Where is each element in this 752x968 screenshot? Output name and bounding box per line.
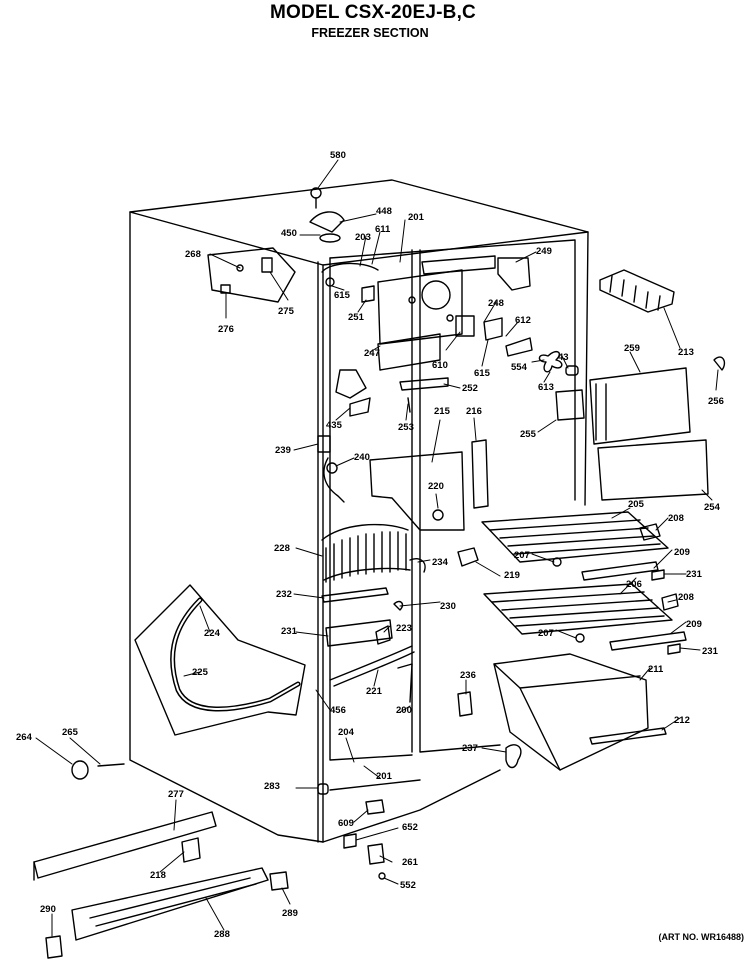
part-number-552: 552 xyxy=(400,880,416,891)
part-number-276: 276 xyxy=(218,324,234,335)
part-number-265: 265 xyxy=(62,727,79,738)
part-number-613: 613 xyxy=(538,382,554,393)
evaporator-cover xyxy=(369,439,489,531)
part-number-450: 450 xyxy=(281,228,297,239)
part-number-252: 252 xyxy=(462,383,478,394)
part-number-201: 201 xyxy=(408,212,425,223)
part-number-232: 232 xyxy=(276,589,292,600)
model-title: MODEL CSX-20EJ-B,C xyxy=(270,2,476,23)
part-number-205: 205 xyxy=(628,499,645,510)
part-number-277: 277 xyxy=(168,789,184,800)
art-number: (ART NO. WR16488) xyxy=(658,932,744,942)
lower-rails xyxy=(321,587,415,703)
part-number-456: 456 xyxy=(330,705,346,716)
part-number-256: 256 xyxy=(708,396,724,407)
part-number-264: 264 xyxy=(16,732,33,743)
ice-tray-assembly xyxy=(555,269,726,501)
part-number-288: 288 xyxy=(214,929,230,940)
lower-parts xyxy=(33,691,522,959)
leader-lines xyxy=(35,159,719,937)
part-number-207: 207 xyxy=(538,628,554,639)
part-number-615: 615 xyxy=(334,290,351,301)
part-number-231: 231 xyxy=(281,626,298,637)
part-number-609: 609 xyxy=(338,818,354,829)
part-number-230: 230 xyxy=(440,601,456,612)
part-number-283: 283 xyxy=(264,781,280,792)
part-number-209: 209 xyxy=(686,619,702,630)
part-number-611: 611 xyxy=(375,224,391,235)
section-title: FREEZER SECTION xyxy=(311,26,429,40)
wire-shelf-upper xyxy=(481,511,669,581)
part-number-231: 231 xyxy=(702,646,719,657)
part-number-247: 247 xyxy=(364,348,380,359)
part-number-580: 580 xyxy=(330,150,346,161)
part-number-212: 212 xyxy=(674,715,690,726)
part-number-268: 268 xyxy=(185,249,201,260)
part-number-290: 290 xyxy=(40,904,56,915)
part-number-206: 206 xyxy=(626,579,642,590)
part-number-211: 211 xyxy=(648,664,664,675)
storage-bin xyxy=(493,653,667,771)
part-number-208: 208 xyxy=(668,513,684,524)
part-number-253: 253 xyxy=(398,422,414,433)
part-number-435: 435 xyxy=(326,420,343,431)
part-number-207: 207 xyxy=(514,550,530,561)
wire-shelf-lower xyxy=(483,583,687,655)
part-number-209: 209 xyxy=(674,547,690,558)
evaporator-coil xyxy=(321,523,479,583)
part-number-554: 554 xyxy=(511,362,528,373)
part-number-255: 255 xyxy=(520,429,537,440)
part-number-236: 236 xyxy=(460,670,476,681)
part-number-216: 216 xyxy=(466,406,482,417)
part-number-219: 219 xyxy=(504,570,520,581)
defrost-parts xyxy=(317,369,449,503)
part-number-610: 610 xyxy=(432,360,448,371)
part-number-208: 208 xyxy=(678,592,694,603)
part-number-215: 215 xyxy=(434,406,451,417)
part-number-203: 203 xyxy=(355,232,371,243)
part-number-254: 254 xyxy=(704,502,721,513)
part-number-213: 213 xyxy=(678,347,694,358)
part-number-218: 218 xyxy=(150,870,166,881)
fan-motor-assembly xyxy=(377,269,579,376)
part-number-43: 43 xyxy=(558,352,569,363)
part-number-225: 225 xyxy=(192,667,209,678)
part-number-223: 223 xyxy=(396,623,412,634)
part-labels: 580 448 450 201 611 203 268 615 251 276 275 249 248 6… xyxy=(16,150,724,940)
cabinet-body xyxy=(129,179,589,843)
part-number-239: 239 xyxy=(275,445,291,456)
part-number-612: 612 xyxy=(515,315,531,326)
part-number-248: 248 xyxy=(488,298,504,309)
part-number-259: 259 xyxy=(624,343,640,354)
part-number-221: 221 xyxy=(366,686,383,697)
part-number-200: 200 xyxy=(396,705,412,716)
part-number-201: 201 xyxy=(376,771,393,782)
part-number-237: 237 xyxy=(462,743,478,754)
part-number-652: 652 xyxy=(402,822,418,833)
part-number-261: 261 xyxy=(402,857,419,868)
part-number-240: 240 xyxy=(354,452,370,463)
part-number-224: 224 xyxy=(204,628,221,639)
side-panel-inset xyxy=(207,247,296,303)
part-number-615: 615 xyxy=(474,368,491,379)
part-number-231: 231 xyxy=(686,569,703,580)
part-number-448: 448 xyxy=(376,206,392,217)
part-number-275: 275 xyxy=(278,306,295,317)
part-number-234: 234 xyxy=(432,557,449,568)
drain-tube-inset xyxy=(134,584,306,736)
part-number-289: 289 xyxy=(282,908,298,919)
part-number-220: 220 xyxy=(428,481,444,492)
part-number-204: 204 xyxy=(338,727,355,738)
part-number-251: 251 xyxy=(348,312,365,323)
part-number-228: 228 xyxy=(274,543,290,554)
part-number-249: 249 xyxy=(536,246,552,257)
